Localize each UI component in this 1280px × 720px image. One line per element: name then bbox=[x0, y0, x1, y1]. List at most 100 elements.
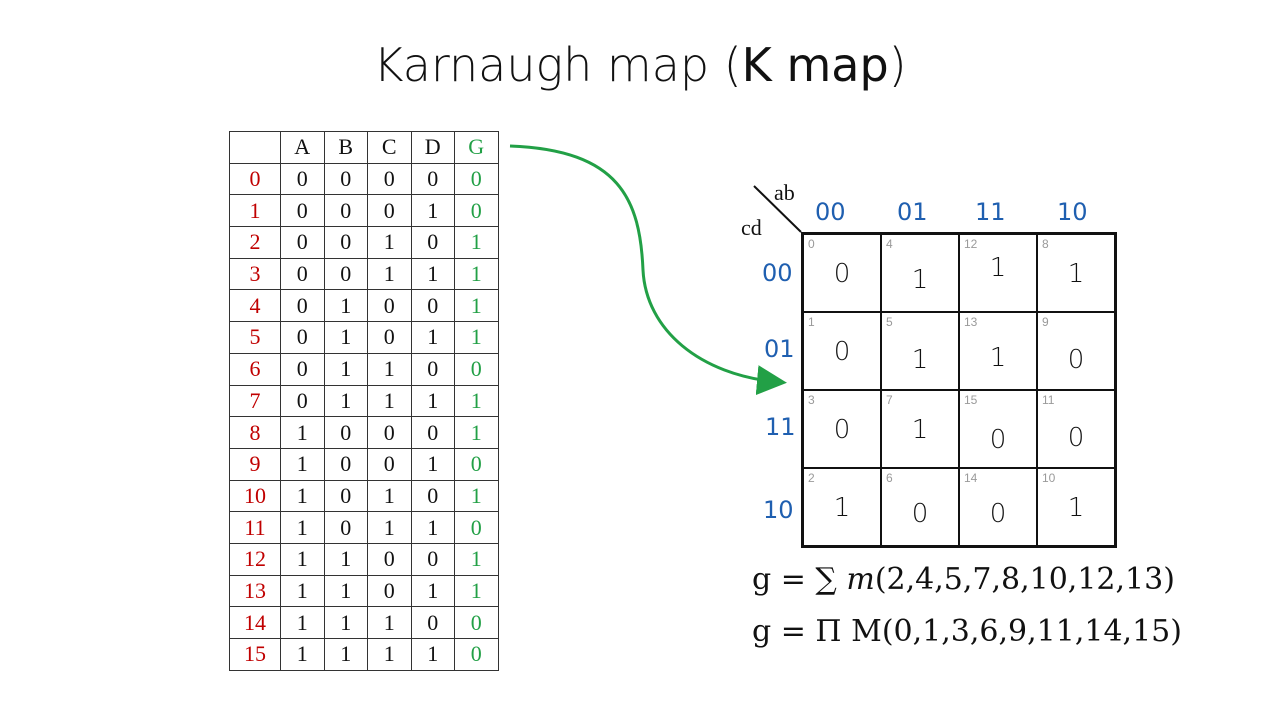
output-g-cell: 0 bbox=[454, 511, 499, 544]
kmap-cell-value: 1 bbox=[911, 415, 929, 445]
input-cell: 0 bbox=[367, 162, 412, 196]
kmap-cell-value: 1 bbox=[833, 493, 851, 523]
kmap-cell-value: 0 bbox=[833, 337, 851, 367]
kmap-cell-value: 0 bbox=[911, 499, 929, 529]
input-cell: 1 bbox=[410, 511, 455, 544]
page-title: Karnaugh map (K map) bbox=[0, 38, 1280, 92]
row-index: 4 bbox=[229, 289, 281, 323]
row-index: 0 bbox=[229, 162, 281, 196]
output-g-cell: 1 bbox=[454, 479, 499, 513]
kmap-cell-index: 1 bbox=[808, 315, 815, 329]
kmap-cell-value: 1 bbox=[911, 265, 929, 295]
input-cell: 1 bbox=[367, 638, 412, 671]
input-cell: 1 bbox=[367, 226, 412, 259]
input-cell: 0 bbox=[367, 574, 412, 608]
kmap-cell-value: 0 bbox=[1067, 423, 1085, 453]
output-g-cell: 1 bbox=[454, 289, 499, 323]
title-prefix: Karnaugh map ( bbox=[373, 38, 742, 92]
kmap-cell-index: 0 bbox=[808, 237, 815, 251]
product-of-maxterms: g = Π M(0,1,3,6,9,11,14,15) bbox=[752, 614, 1182, 649]
kmap-cell-index: 14 bbox=[964, 471, 978, 485]
kmap-cell-value: 1 bbox=[911, 345, 929, 375]
kmap-cell-index: 2 bbox=[808, 471, 815, 485]
input-cell: 0 bbox=[323, 416, 368, 449]
input-cell: 1 bbox=[410, 384, 455, 418]
input-cell: 0 bbox=[280, 194, 325, 228]
input-cell: 1 bbox=[410, 638, 455, 671]
kmap-cell: 13 1 bbox=[959, 312, 1037, 390]
row-label: 01 bbox=[764, 335, 795, 363]
input-cell: 0 bbox=[323, 257, 368, 291]
kmap-cell-index: 9 bbox=[1042, 315, 1049, 329]
row-label: 11 bbox=[765, 413, 796, 441]
input-cell: 0 bbox=[410, 352, 455, 386]
corner-label-ab: ab bbox=[774, 180, 795, 205]
kmap-cell-value: 1 bbox=[989, 343, 1007, 373]
output-g-cell: 1 bbox=[454, 257, 499, 291]
row-index: 13 bbox=[229, 574, 281, 608]
corner-diagonal bbox=[753, 185, 802, 233]
input-cell: 1 bbox=[367, 511, 412, 544]
input-cell: 1 bbox=[280, 606, 325, 639]
input-cell: 0 bbox=[367, 194, 412, 228]
kmap-cell-index: 3 bbox=[808, 393, 815, 407]
row-index: 2 bbox=[229, 226, 281, 259]
col-label: 00 bbox=[815, 198, 846, 226]
input-cell: 1 bbox=[410, 194, 455, 228]
corner-label-cd: cd bbox=[741, 215, 762, 240]
sum-of-minterms: g = ∑ 𝑚(2,4,5,7,8,10,12,13) bbox=[752, 562, 1175, 597]
input-cell: 0 bbox=[410, 606, 455, 639]
output-g-cell: 0 bbox=[454, 638, 499, 671]
output-g-cell: 0 bbox=[454, 194, 499, 228]
input-cell: 0 bbox=[280, 289, 325, 323]
kmap-cell: 11 0 bbox=[1037, 390, 1115, 468]
kmap-cell-value: 0 bbox=[1067, 345, 1085, 375]
input-cell: 1 bbox=[367, 384, 412, 418]
input-cell: 1 bbox=[410, 257, 455, 291]
input-cell: 0 bbox=[410, 416, 455, 449]
input-cell: 1 bbox=[280, 416, 325, 449]
row-label: 10 bbox=[763, 496, 794, 524]
input-cell: 1 bbox=[323, 574, 368, 608]
header-g: G bbox=[454, 131, 499, 164]
row-index: 12 bbox=[229, 542, 281, 576]
kmap-cell-index: 13 bbox=[964, 315, 978, 329]
row-index: 8 bbox=[229, 416, 281, 449]
input-cell: 1 bbox=[367, 479, 412, 513]
output-g-cell: 1 bbox=[454, 384, 499, 418]
kmap-cell-value: 1 bbox=[1067, 259, 1085, 289]
kmap-cell-value: 1 bbox=[1067, 493, 1085, 523]
input-cell: 0 bbox=[367, 542, 412, 576]
truth-table-header: A B C D G bbox=[229, 131, 499, 164]
kmap-cell-index: 10 bbox=[1042, 471, 1056, 485]
output-g-cell: 1 bbox=[454, 542, 499, 576]
row-label: 00 bbox=[762, 259, 793, 287]
row-index: 15 bbox=[229, 638, 281, 671]
row-index: 7 bbox=[229, 384, 281, 418]
kmap-cell-index: 11 bbox=[1042, 393, 1055, 407]
output-g-cell: 1 bbox=[454, 226, 499, 259]
input-cell: 1 bbox=[410, 321, 455, 354]
